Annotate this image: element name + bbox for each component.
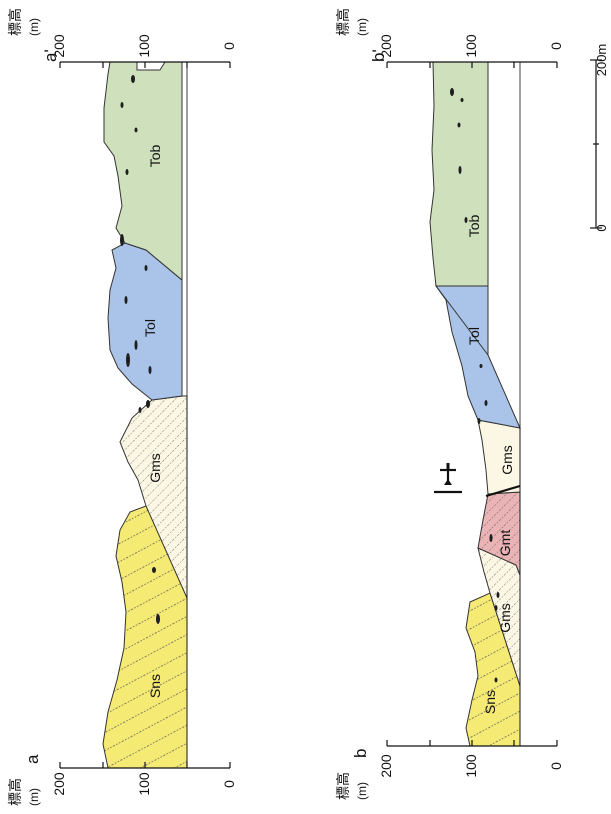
- tick-b-start-100: 100: [463, 754, 479, 778]
- axis-unit-a-end: (m): [27, 18, 41, 36]
- tick-b-start-0: 0: [548, 762, 564, 770]
- axis-title-b-start: 標高: [335, 772, 351, 800]
- tick-b-end-0: 0: [548, 42, 564, 50]
- unit-label-b-gmt: Gmt: [497, 530, 513, 557]
- elevation-axis-b-start: [387, 740, 557, 746]
- unit-label-b-tob: Tob: [466, 215, 482, 238]
- tick-a-start-0: 0: [221, 780, 237, 788]
- unit-tob-body-b: [430, 62, 488, 286]
- unit-label-a-sns: Sns: [147, 674, 163, 698]
- unit-tob-body: [104, 62, 182, 280]
- tick-b-start-200: 200: [378, 754, 394, 778]
- tick-a-start-200: 200: [51, 772, 67, 796]
- axis-unit-b-end: (m): [355, 18, 369, 36]
- fault-symbol-b: [434, 463, 462, 492]
- section-b: 200 100 0 200 100 0 標高 (m) b 標高 (m) b' S…: [335, 8, 564, 800]
- section-label-a-prime: a': [41, 49, 60, 62]
- scale-bar: 0 200m: [590, 44, 609, 232]
- unit-label-b-gms-upper: Gms: [499, 445, 515, 475]
- unit-label-a-tol: Tol: [142, 319, 158, 337]
- tick-a-end-0: 0: [221, 42, 237, 50]
- section-a: 200 100 0 200 100 0 標高 (m) a 標高 (m) a' S…: [7, 8, 237, 806]
- unit-label-a-tob: Tob: [147, 145, 163, 168]
- section-label-b-prime: b': [369, 49, 388, 62]
- unit-label-b-tol: Tol: [466, 327, 482, 345]
- section-label-b: b: [351, 749, 370, 758]
- axis-title-a-end: 標高: [7, 8, 23, 36]
- unit-label-b-sns: Sns: [482, 690, 498, 714]
- section-label-a: a: [23, 754, 42, 764]
- tick-a-start-100: 100: [136, 772, 152, 796]
- unit-tol-body-b: [436, 286, 520, 428]
- elevation-axis-a-start: [60, 762, 230, 768]
- axis-unit-b-start: (m): [355, 782, 369, 800]
- axis-unit-a-start: (m): [27, 788, 41, 806]
- tick-b-end-100: 100: [463, 34, 479, 58]
- tick-a-end-100: 100: [136, 34, 152, 58]
- unit-label-a-gms: Gms: [147, 453, 163, 483]
- axis-title-a-start: 標高: [7, 778, 23, 806]
- axis-title-b-end: 標高: [335, 8, 351, 36]
- scale-bar-end-label: 200m: [594, 44, 609, 77]
- unit-label-b-gms-lower: Gms: [497, 603, 513, 633]
- scale-bar-start-label: 0: [594, 224, 609, 231]
